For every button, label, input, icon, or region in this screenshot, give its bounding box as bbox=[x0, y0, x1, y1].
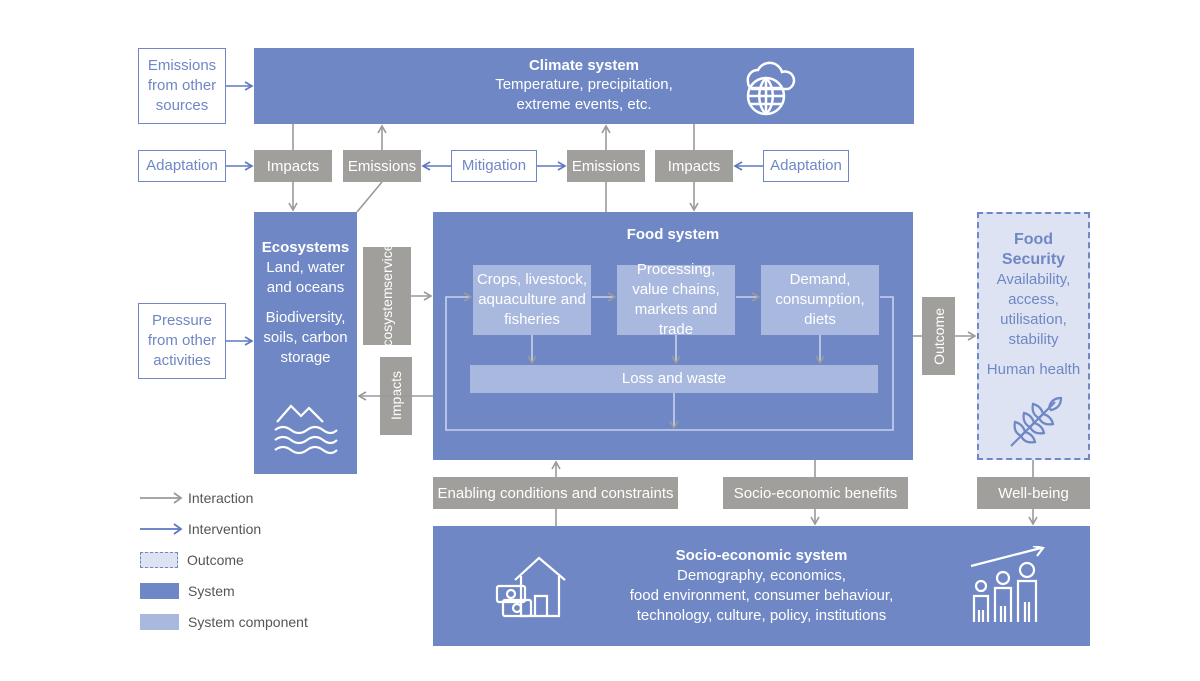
legend-outcome-swatch bbox=[140, 551, 178, 568]
processing-line-2: value chains, bbox=[632, 281, 720, 298]
human-health-label: Human health bbox=[986, 361, 1081, 378]
pressure-line-3: activities bbox=[153, 352, 211, 369]
legend-intervention-label: Intervention bbox=[188, 520, 262, 537]
ecosystems-line-1: Land, water bbox=[266, 259, 345, 276]
processing-line-1: Processing, bbox=[636, 261, 716, 278]
climate-system-title: Climate system bbox=[528, 57, 640, 74]
pressure-other-activities-box: Pressure from other activities bbox=[138, 303, 226, 379]
emissions-other-line-1: Emissions bbox=[147, 57, 217, 74]
ecosystem-services-box: Ecosystem services bbox=[363, 236, 411, 356]
processing-component: Processing, value chains, markets and tr… bbox=[617, 261, 735, 338]
emissions-other-line-3: sources bbox=[155, 97, 209, 114]
mountain-water-icon bbox=[274, 404, 338, 455]
house-money-icon bbox=[495, 556, 566, 618]
socio-economic-benefits-box: Socio-economic benefits bbox=[723, 477, 908, 509]
legend-component-label: System component bbox=[188, 613, 308, 630]
food-security-title-1: Food bbox=[1013, 231, 1054, 248]
ecosystems-line-4: soils, carbon bbox=[263, 329, 348, 346]
ecosystems-to-emissions-left-line bbox=[356, 181, 383, 213]
impacts-vertical-label: Impacts bbox=[388, 371, 404, 421]
legend-outcome: Outcome bbox=[140, 544, 340, 575]
emissions-left-box: Emissions bbox=[343, 150, 421, 182]
legend-component: System component bbox=[140, 606, 340, 637]
emissions-other-line-2: from other bbox=[147, 77, 217, 94]
pressure-line-2: from other bbox=[147, 332, 217, 349]
pressure-line-1: Pressure bbox=[151, 312, 213, 329]
socio-line-1: Demography, economics, bbox=[677, 567, 846, 584]
people-growth-icon bbox=[970, 546, 1045, 622]
socio-economic-system-box: Socio-economic system Demography, econom… bbox=[433, 526, 1090, 646]
ecosystems-line-5: storage bbox=[280, 349, 331, 366]
legend-component-swatch bbox=[140, 613, 179, 630]
legend-system: System bbox=[140, 575, 340, 606]
loss-and-waste-component: Loss and waste bbox=[470, 365, 878, 393]
food-system-box: Food system Crops, livestock, aquacultur… bbox=[433, 212, 913, 460]
outcome-vertical-label: Outcome bbox=[930, 307, 947, 365]
crops-component: Crops, livestock, aquaculture and fisher… bbox=[473, 265, 591, 335]
legend-intervention: Intervention bbox=[140, 513, 340, 544]
ecosystems-box: Ecosystems Land, water and oceans Biodiv… bbox=[254, 212, 357, 474]
socio-line-2: food environment, consumer behaviour, bbox=[629, 587, 894, 604]
food-system-title: Food system bbox=[626, 226, 720, 243]
crops-line-1: Crops, livestock, bbox=[476, 271, 588, 288]
food-security-title-2: Security bbox=[1001, 251, 1066, 268]
demand-line-1: Demand, bbox=[789, 271, 851, 288]
socio-economic-title: Socio-economic system bbox=[675, 547, 848, 564]
socio-line-3: technology, culture, policy, institution… bbox=[636, 607, 887, 624]
impacts-left-box: Impacts bbox=[254, 150, 332, 182]
adaptation-right-box: Adaptation bbox=[763, 150, 849, 182]
food-security-box: Food Security Availability, access, util… bbox=[977, 212, 1090, 460]
adaptation-left-box: Adaptation bbox=[138, 150, 226, 182]
crops-line-2: aquaculture and bbox=[478, 291, 586, 308]
well-being-box: Well-being bbox=[977, 477, 1090, 509]
ecosystem-services-line-2: services bbox=[379, 236, 395, 288]
interaction-arrow-icon bbox=[140, 491, 183, 504]
ecosystems-line-3: Biodiversity, bbox=[265, 309, 346, 326]
food-security-line-3: utilisation, bbox=[1000, 311, 1067, 328]
climate-line-2: extreme events, etc. bbox=[516, 96, 652, 113]
legend-outcome-label: Outcome bbox=[187, 551, 244, 568]
demand-line-3: diets bbox=[804, 311, 836, 328]
legend: Interaction Intervention Outcome System … bbox=[140, 482, 340, 637]
food-security-line-2: access, bbox=[1008, 291, 1059, 308]
wheat-icon bbox=[1010, 396, 1063, 447]
food-security-line-4: stability bbox=[1008, 331, 1059, 348]
processing-line-3: markets and trade bbox=[634, 301, 718, 338]
impacts-right-box: Impacts bbox=[655, 150, 733, 182]
outcome-vertical-box: Outcome bbox=[922, 297, 955, 375]
legend-interaction-label: Interaction bbox=[188, 489, 254, 506]
ecosystems-title: Ecosystems bbox=[261, 239, 350, 256]
legend-system-swatch bbox=[140, 582, 179, 599]
emissions-other-sources-box: Emissions from other sources bbox=[138, 48, 226, 124]
ecosystems-line-2: and oceans bbox=[266, 279, 345, 296]
legend-interaction: Interaction bbox=[140, 482, 340, 513]
emissions-right-box: Emissions bbox=[567, 150, 645, 182]
crops-line-3: fisheries bbox=[504, 311, 560, 328]
mitigation-box: Mitigation bbox=[451, 150, 537, 182]
ecosystem-services-line-1: Ecosystem bbox=[379, 287, 395, 356]
climate-system-box: Climate system Temperature, precipitatio… bbox=[254, 48, 914, 124]
intervention-arrow-icon bbox=[140, 522, 183, 535]
demand-component: Demand, consumption, diets bbox=[761, 265, 879, 335]
legend-system-label: System bbox=[188, 582, 235, 599]
food-security-line-1: Availability, bbox=[996, 271, 1071, 288]
globe-cloud-icon bbox=[746, 61, 796, 116]
demand-line-2: consumption, bbox=[775, 291, 865, 308]
impacts-vertical-box: Impacts bbox=[380, 357, 412, 435]
enabling-conditions-box: Enabling conditions and constraints bbox=[433, 477, 678, 509]
climate-line-1: Temperature, precipitation, bbox=[495, 76, 673, 93]
